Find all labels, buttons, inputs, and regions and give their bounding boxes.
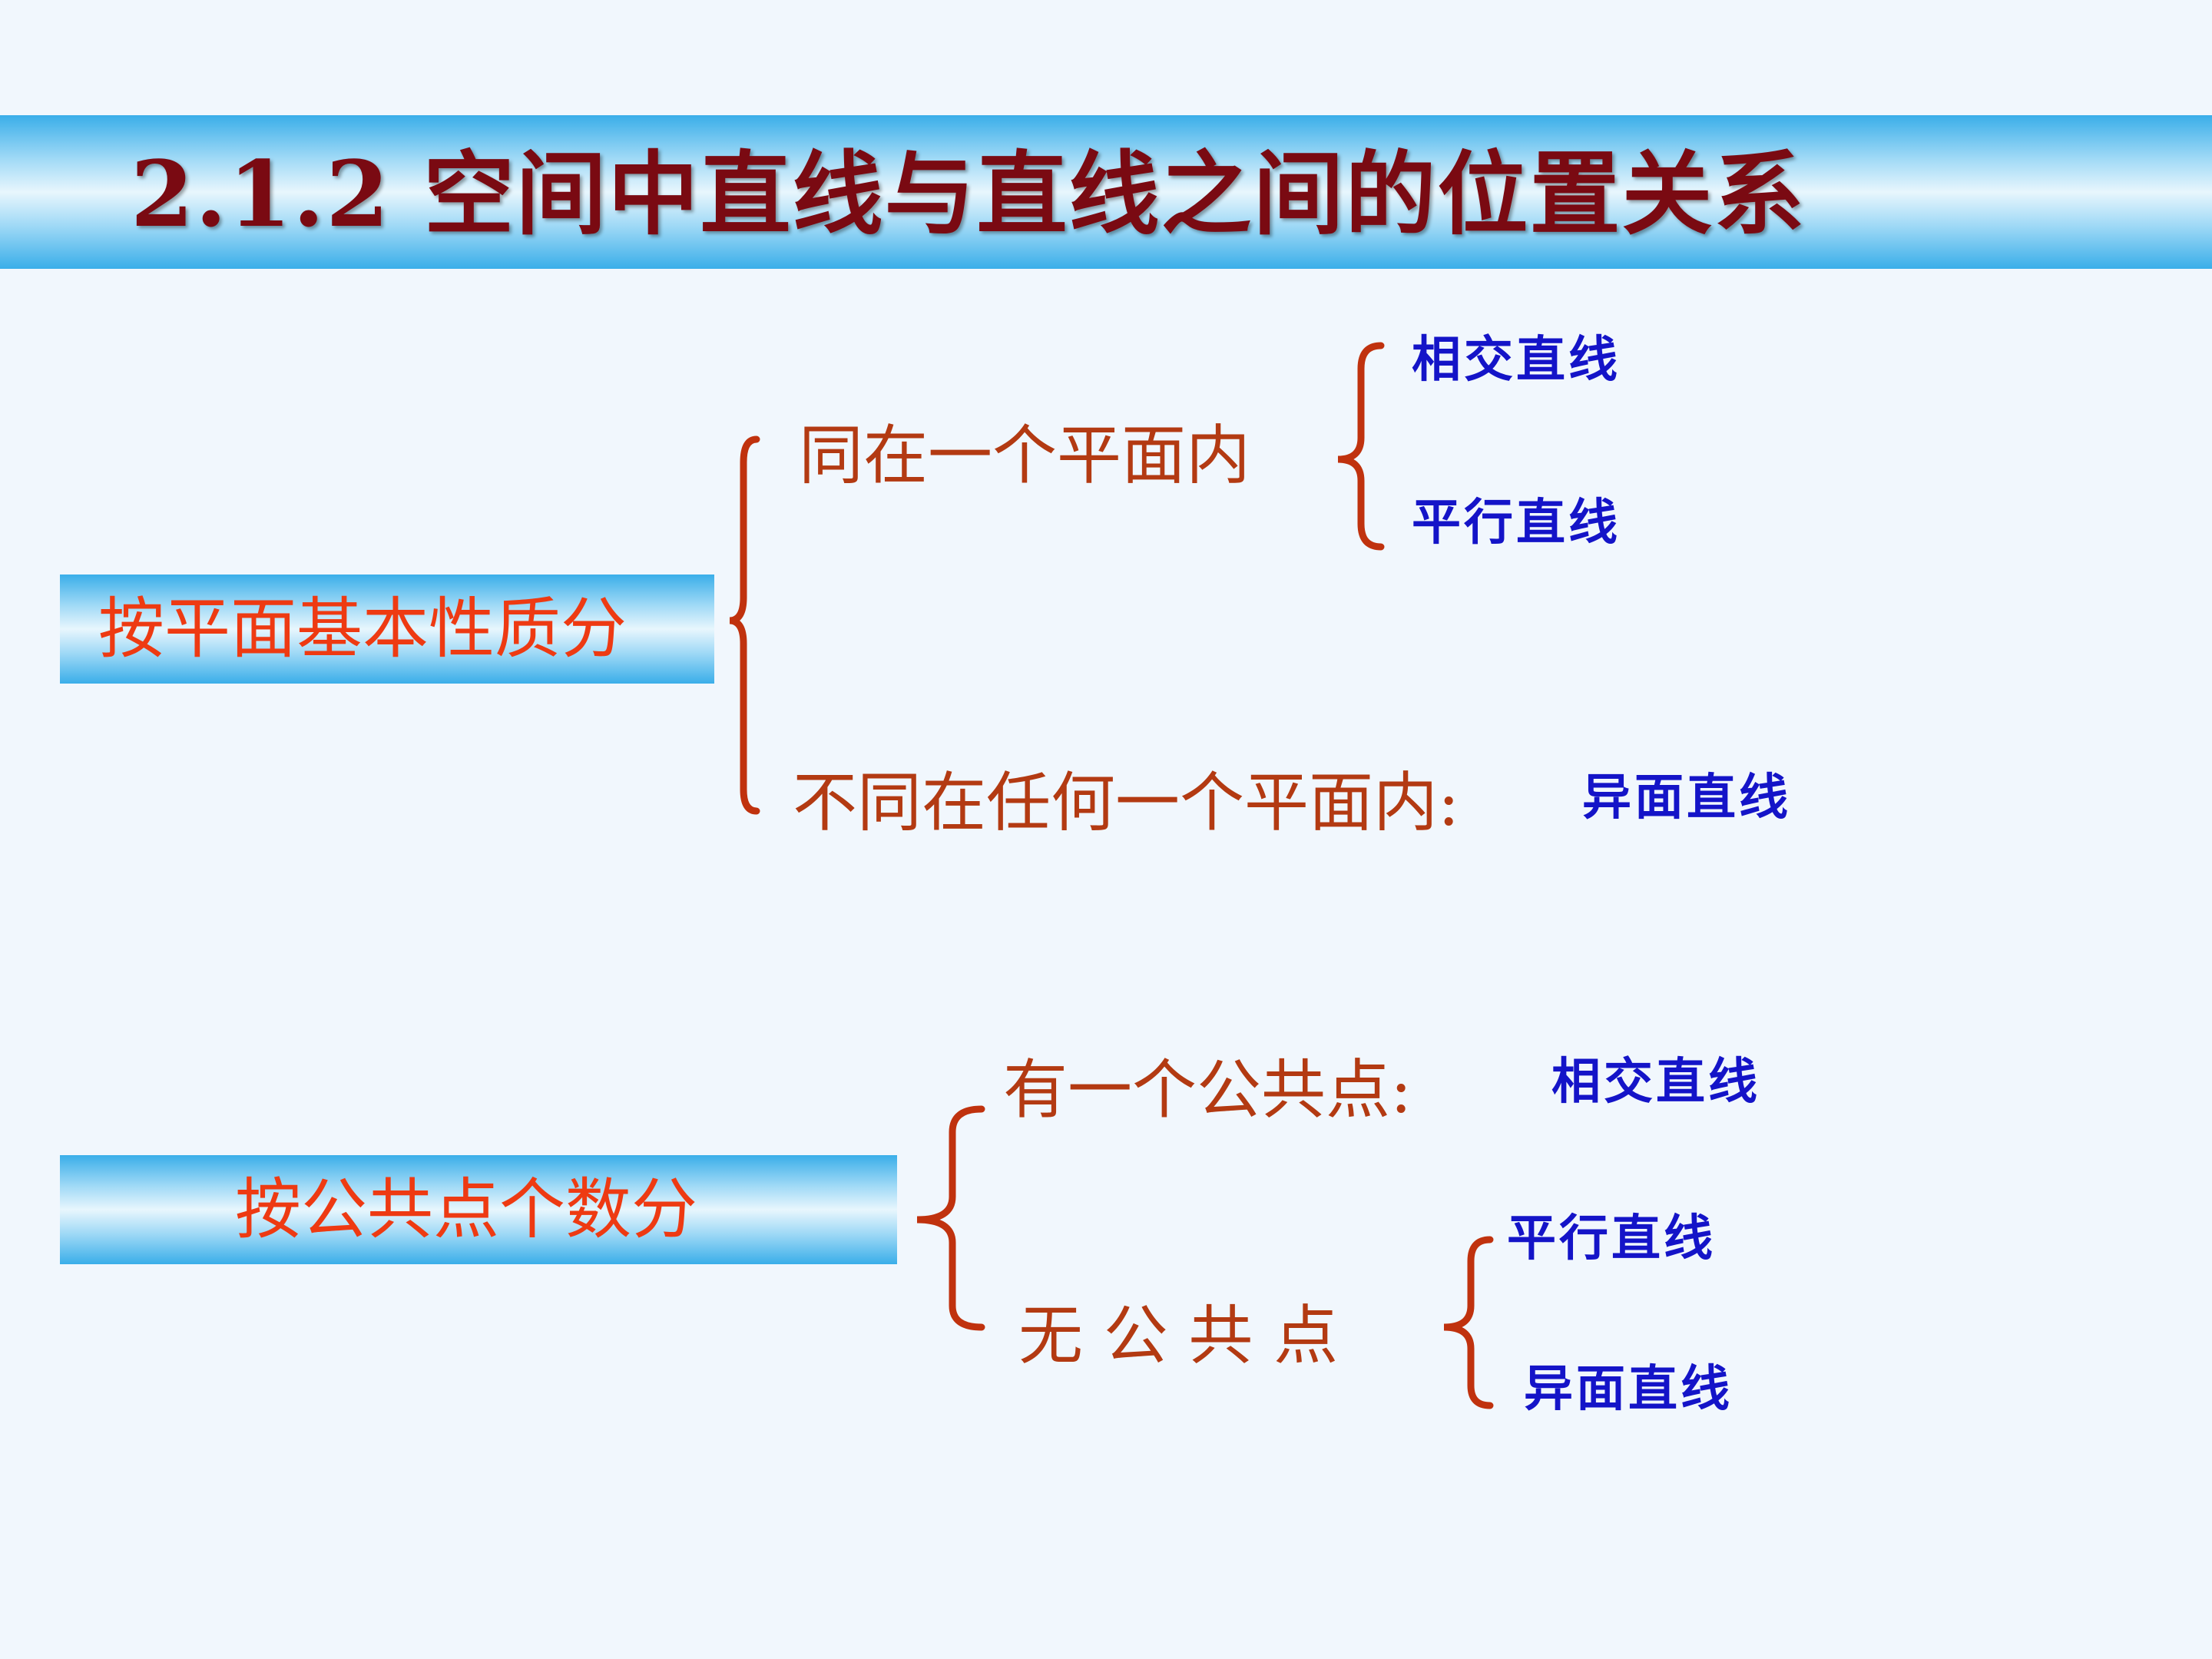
- branch-no-common-point: 无 公 共 点: [1018, 1298, 1339, 1373]
- page-title: 2.1.2 空间中直线与直线之间的位置关系: [131, 141, 1806, 247]
- leaf-skew-lines-1: 异面直线: [1582, 770, 1791, 826]
- branch-not-same-plane: 不同在任何一个平面内:: [793, 765, 1460, 840]
- leaf-intersecting-lines-2: 相交直线: [1551, 1054, 1760, 1111]
- brace-no-common-point: [1443, 1236, 1494, 1409]
- category-label-by-common-points: 按公共点个数分: [235, 1171, 697, 1248]
- category-label-by-plane: 按平面基本性质分: [98, 591, 627, 667]
- leaf-intersecting-lines-1: 相交直线: [1412, 332, 1621, 389]
- category-box-by-plane: 按平面基本性质分: [60, 575, 714, 684]
- leaf-parallel-lines-1: 平行直线: [1412, 495, 1621, 551]
- brace-same-plane: [1337, 342, 1385, 551]
- brace-by-plane: [729, 435, 760, 815]
- branch-one-common-point: 有一个公共点:: [1003, 1052, 1412, 1128]
- brace-by-common-points: [916, 1105, 985, 1331]
- leaf-parallel-lines-2: 平行直线: [1507, 1210, 1716, 1267]
- category-box-by-common-points: 按公共点个数分: [60, 1155, 897, 1264]
- branch-same-plane: 同在一个平面内: [799, 418, 1251, 493]
- leaf-skew-lines-2: 异面直线: [1524, 1361, 1733, 1418]
- title-bar: [0, 115, 2212, 269]
